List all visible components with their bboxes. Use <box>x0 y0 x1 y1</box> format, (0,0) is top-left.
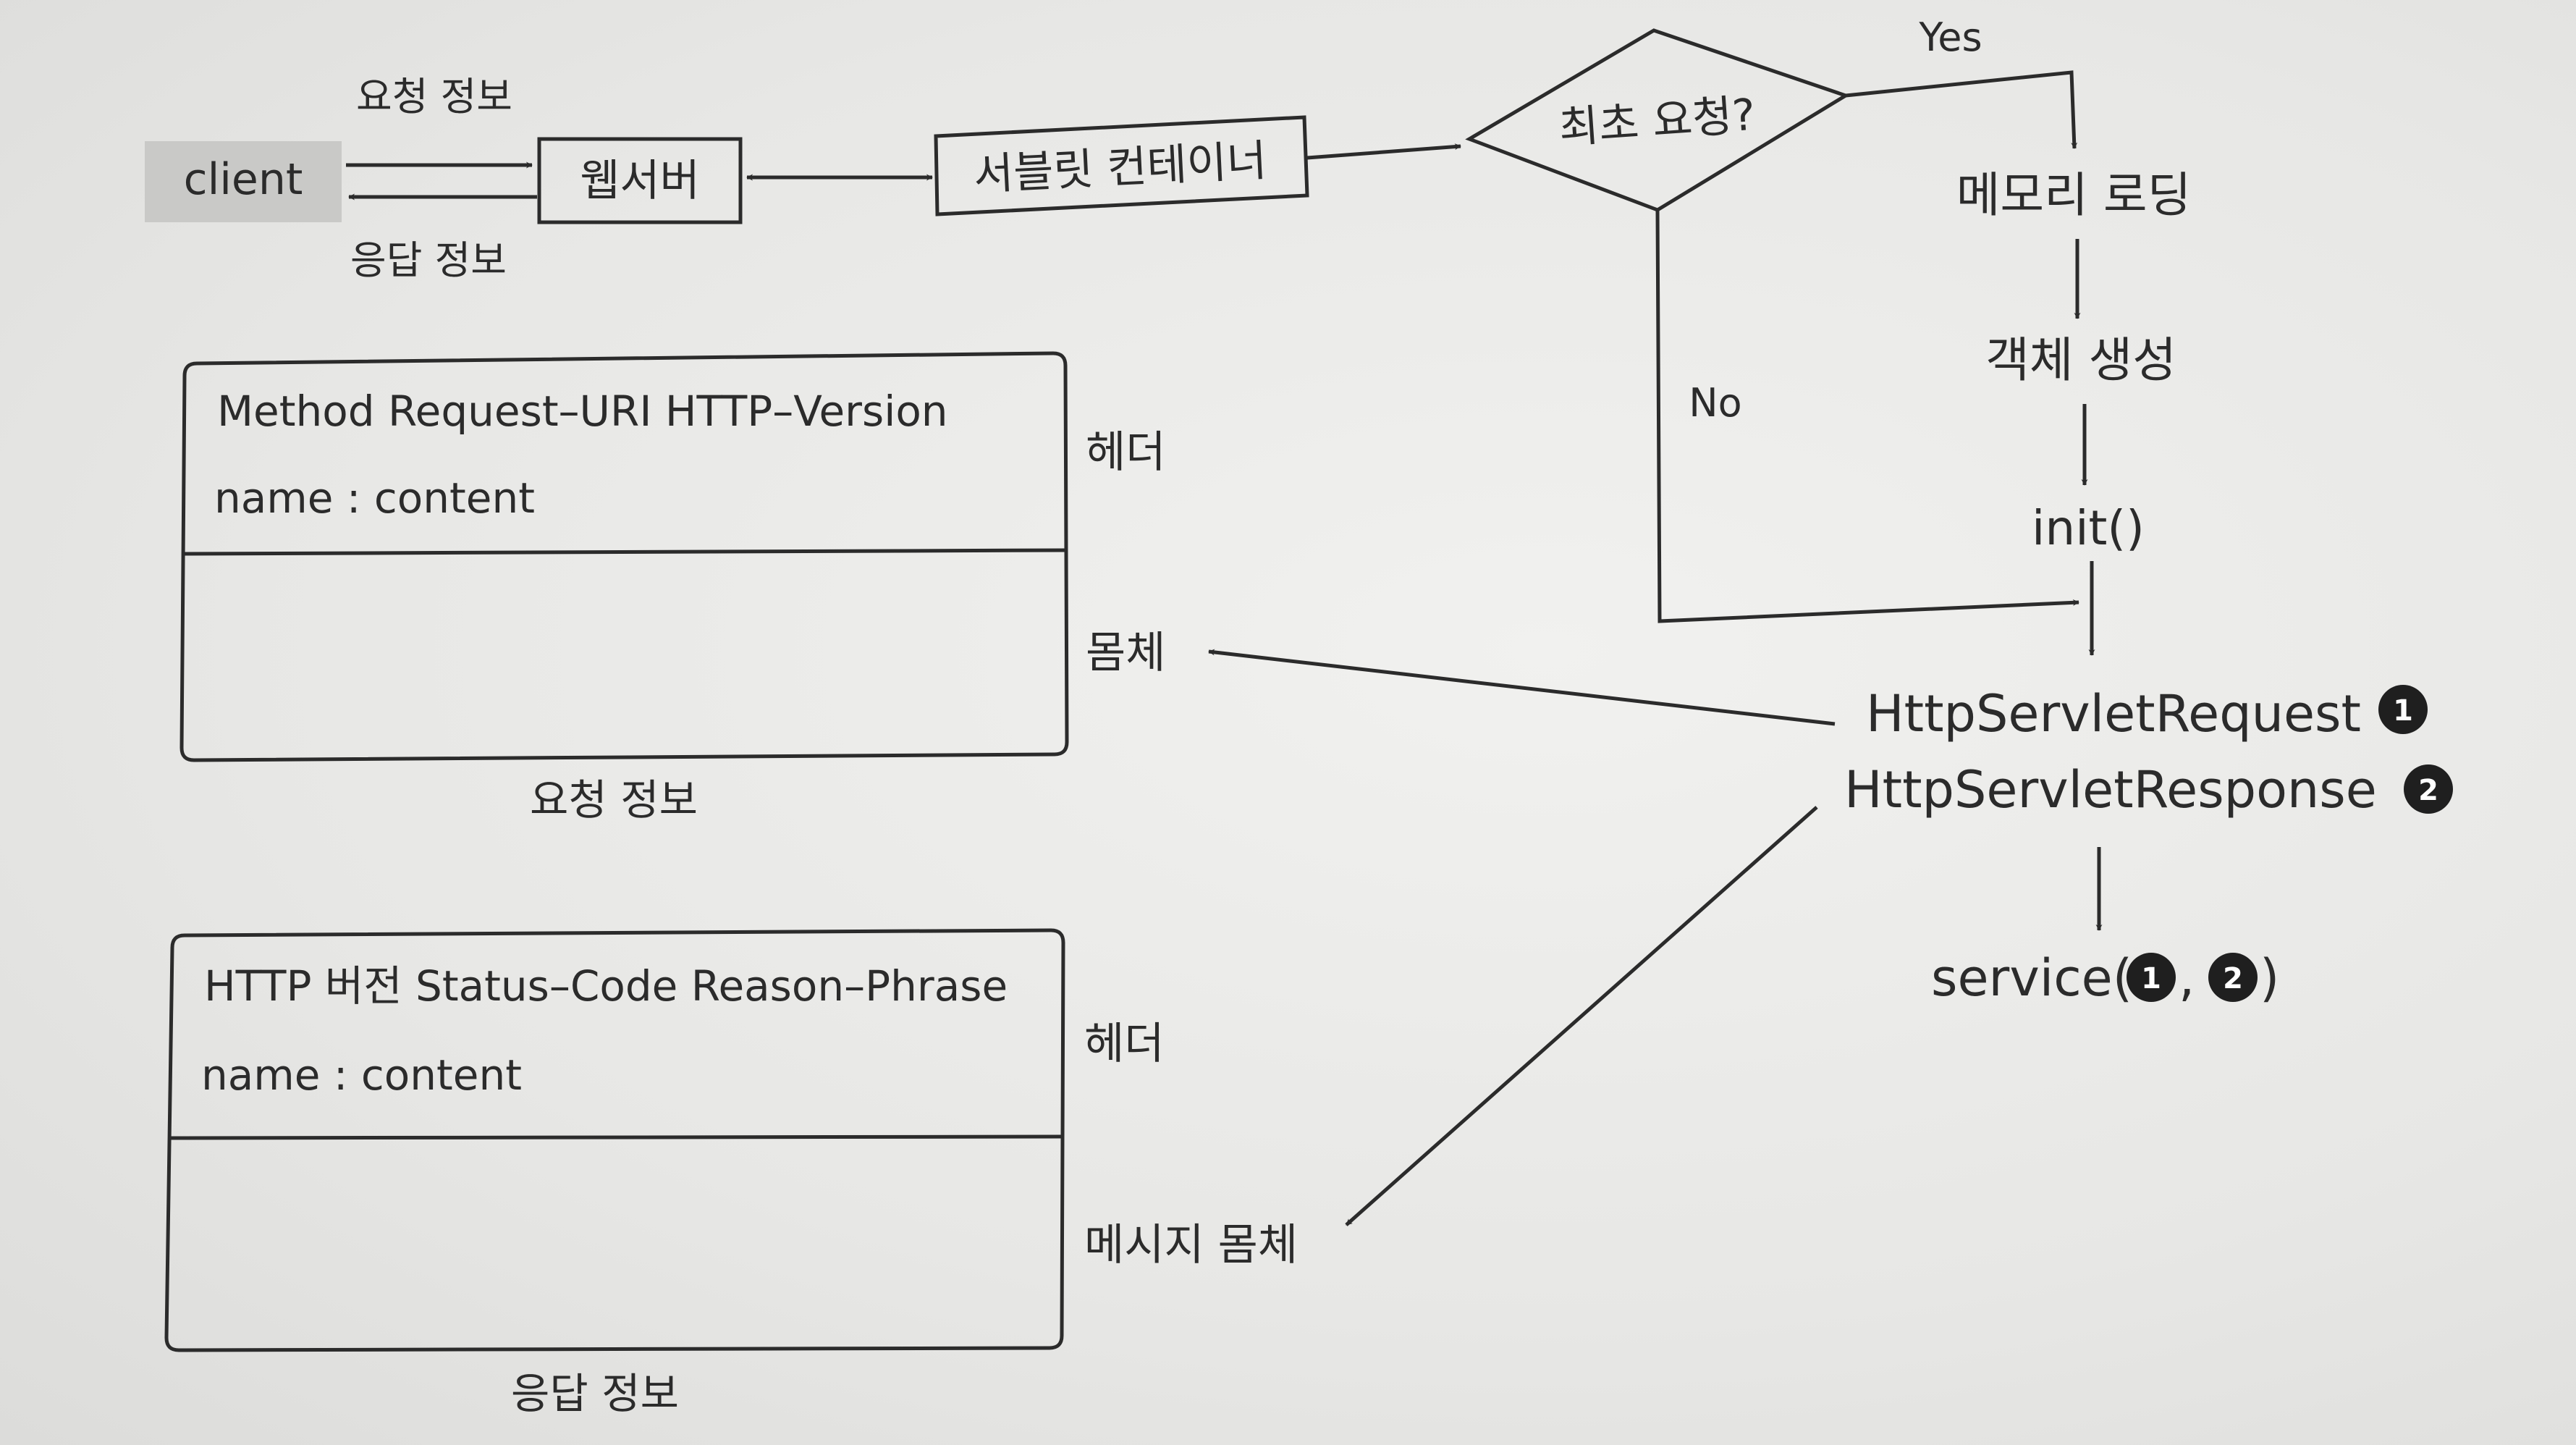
response-header-label: 헤더 <box>1084 1019 1164 1069</box>
client-label: client <box>184 154 303 205</box>
request-message-box <box>180 351 1069 762</box>
response-to-body-arrow <box>1345 806 1818 1226</box>
request-start-line: Method Request–URI HTTP–Version <box>217 387 948 436</box>
svg-text:1: 1 <box>2393 694 2413 728</box>
servlet-container-box <box>934 115 1309 216</box>
http-response-label: HttpServletResponse <box>1844 760 2377 820</box>
badge-1-icon: 1 <box>2378 685 2428 734</box>
response-message-box <box>164 928 1065 1352</box>
response-start-line: HTTP 버전 Status–Code Reason–Phrase <box>204 961 1008 1011</box>
service-prefix: service( <box>1931 948 2132 1008</box>
svg-text:2: 2 <box>2223 962 2243 995</box>
request-to-body-arrow <box>1208 649 1836 726</box>
init-label: init() <box>2032 500 2145 556</box>
response-caption: 응답 정보 <box>511 1369 679 1418</box>
object-creation-label: 객체 생성 <box>1985 332 2176 388</box>
http-request-label: HttpServletRequest <box>1866 684 2361 743</box>
svg-text:2: 2 <box>2418 774 2438 807</box>
request-body-label: 몸체 <box>1086 628 1165 678</box>
svg-text:): ) <box>2260 948 2279 1008</box>
request-caption: 요청 정보 <box>530 775 698 825</box>
svg-text:1: 1 <box>2141 962 2161 995</box>
response-info-label: 응답 정보 <box>350 237 507 283</box>
svg-text:,: , <box>2179 948 2195 1008</box>
request-info-label: 요청 정보 <box>356 74 512 119</box>
yes-branch-arrow <box>1845 70 2078 149</box>
servlet-container-label: 서블릿 컨테이너 <box>972 135 1267 201</box>
response-header-line: name : content <box>201 1050 522 1100</box>
memory-loading-label: 메모리 로딩 <box>1956 167 2192 223</box>
first-request-label: 최초 요청? <box>1558 90 1757 154</box>
no-branch-arrow <box>1655 209 2079 623</box>
request-header-label: 헤더 <box>1086 427 1165 478</box>
badge-2-icon: 2 <box>2404 764 2453 814</box>
web-server-box <box>537 137 743 224</box>
yes-label: Yes <box>1918 14 1982 60</box>
client-box <box>145 141 342 222</box>
no-label: No <box>1689 380 1741 426</box>
container-decision-arrow <box>1306 143 1461 160</box>
web-server-label: 웹서버 <box>580 156 700 206</box>
response-body-label: 메시지 몸체 <box>1084 1220 1298 1271</box>
service-badge-1-icon <box>2127 953 2176 1002</box>
service-call: service( 1 , 2 ) <box>1931 948 2279 1008</box>
service-badge-2-icon <box>2208 953 2258 1002</box>
request-header-line: name : content <box>214 473 535 523</box>
